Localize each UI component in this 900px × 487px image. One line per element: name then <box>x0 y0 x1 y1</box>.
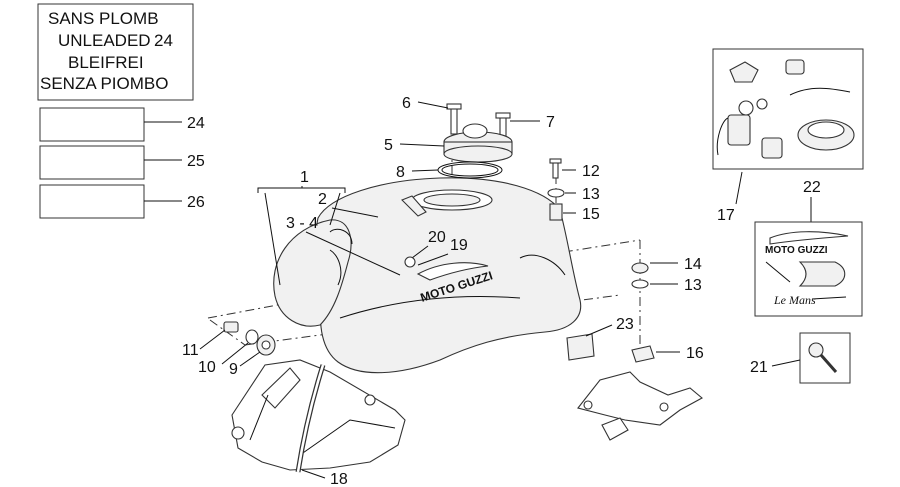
mount-parts-left: 11 10 9 <box>182 321 276 378</box>
callout-25: 25 <box>187 153 205 170</box>
decal-script-text: Le Mans <box>773 293 816 307</box>
callout-21: 21 <box>750 359 768 376</box>
mount-parts-right-lower: 14 13 16 <box>577 256 704 441</box>
legend-line-2: UNLEADED <box>58 31 151 50</box>
legend-frame <box>37 3 194 101</box>
fuel-hose: 18 <box>295 364 348 487</box>
filler-cap-assembly: 6 7 5 8 <box>384 95 555 181</box>
callout-15: 15 <box>582 206 600 223</box>
callout-7: 7 <box>546 114 555 131</box>
callout-13-lower: 13 <box>684 277 702 294</box>
legend-line-4: SENZA PIOMBO <box>40 74 168 93</box>
label-box-24 <box>39 107 145 142</box>
label-box-25 <box>39 145 145 180</box>
callout-10: 10 <box>198 359 216 376</box>
callout-20: 20 <box>428 229 446 246</box>
tank-callouts: 1 2 3 - 4 20 19 <box>257 169 468 286</box>
callout-19: 19 <box>450 237 468 254</box>
callout-26: 26 <box>187 194 205 211</box>
callout-1: 1 <box>300 169 309 186</box>
callout-24-legend: 24 <box>154 31 173 50</box>
callout-23: 23 <box>616 316 634 333</box>
callout-2: 2 <box>318 191 327 208</box>
callout-13-upper: 13 <box>582 186 600 203</box>
callout-18: 18 <box>330 471 348 487</box>
legend-line-1: SANS PLOMB <box>48 9 159 28</box>
callout-6: 6 <box>402 95 411 112</box>
callout-9: 9 <box>229 361 238 378</box>
label-box-26 <box>39 184 145 219</box>
callout-5: 5 <box>384 137 393 154</box>
sticker-23: 23 <box>566 316 634 361</box>
callout-24: 24 <box>187 115 205 132</box>
callout-16: 16 <box>686 345 704 362</box>
callout-22: 22 <box>803 179 821 196</box>
callout-12: 12 <box>582 163 600 180</box>
callout-3-4: 3 - 4 <box>286 215 318 232</box>
callout-14: 14 <box>684 256 702 273</box>
callout-8: 8 <box>396 164 405 181</box>
key-box: 21 <box>750 332 851 384</box>
decal-kit-box: 22 MOTO GUZZI Le Mans <box>754 179 863 317</box>
callout-17: 17 <box>717 207 735 224</box>
mount-parts-right-upper: 12 13 15 <box>547 158 600 223</box>
frame-part <box>231 359 406 471</box>
label-boxes: 24 25 26 <box>39 107 205 219</box>
lock-set-box: 17 <box>712 48 864 224</box>
legend-line-3: BLEIFREI <box>68 53 144 72</box>
fuel-tank: MOTO GUZZI <box>273 177 582 374</box>
decal-brand-text: MOTO GUZZI <box>765 245 828 256</box>
unleaded-legend: SANS PLOMB UNLEADED 24 BLEIFREI SENZA PI… <box>37 3 194 101</box>
callout-11: 11 <box>182 342 199 359</box>
